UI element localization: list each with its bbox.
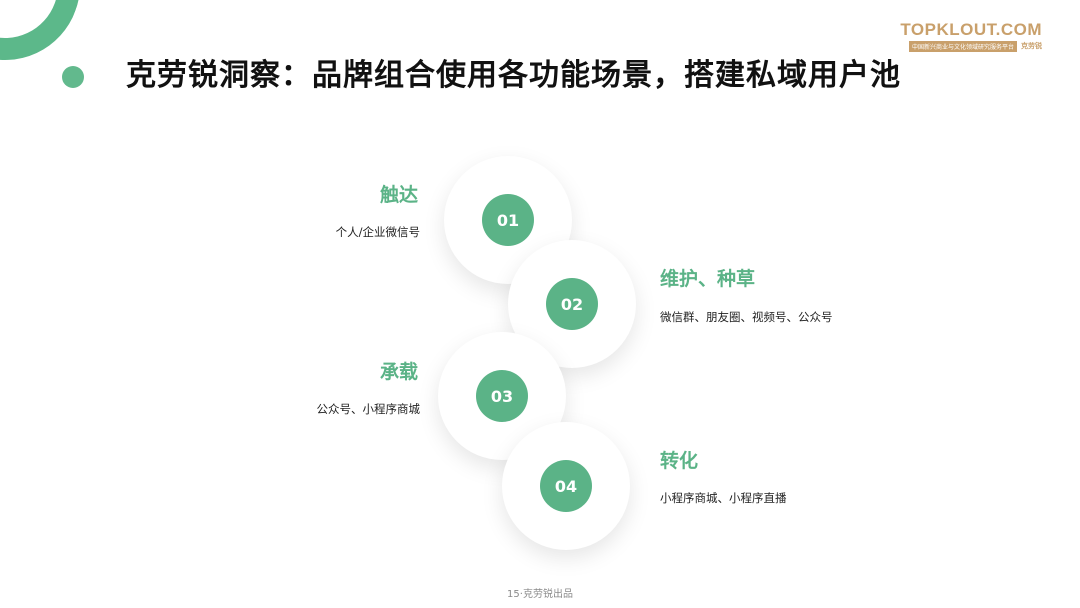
- logo-tagline: 中国新兴商业与文化领域研究服务平台: [908, 41, 1017, 52]
- step-03-desc: 公众号、小程序商城: [316, 402, 421, 416]
- logo-brand: 克劳锐: [1021, 42, 1042, 50]
- step-01-desc: 个人/企业微信号: [335, 225, 420, 239]
- slide-title: 克劳锐洞察：品牌组合使用各功能场景，搭建私域用户池: [126, 58, 901, 93]
- step-02-label: 维护、种草: [660, 268, 756, 290]
- step-03-number: 03: [476, 370, 528, 422]
- slide-footer: 15·克劳锐出品: [507, 589, 573, 600]
- step-02-number: 02: [546, 278, 598, 330]
- step-03-label: 承载: [379, 361, 418, 383]
- step-01-label: 触达: [379, 184, 418, 206]
- brand-logo: TOPKLOUT.COM 中国新兴商业与文化领域研究服务平台 克劳锐: [900, 20, 1042, 52]
- step-01-number: 01: [482, 194, 534, 246]
- step-04-desc: 小程序商城、小程序直播: [660, 491, 787, 505]
- step-04-label: 转化: [660, 450, 699, 472]
- logo-text: TOPKLOUT.COM: [900, 20, 1042, 39]
- step-04-number: 04: [540, 460, 592, 512]
- decorative-dot: [62, 66, 84, 88]
- decorative-ring: [0, 0, 102, 82]
- step-02-desc: 微信群、朋友圈、视频号、公众号: [660, 310, 833, 324]
